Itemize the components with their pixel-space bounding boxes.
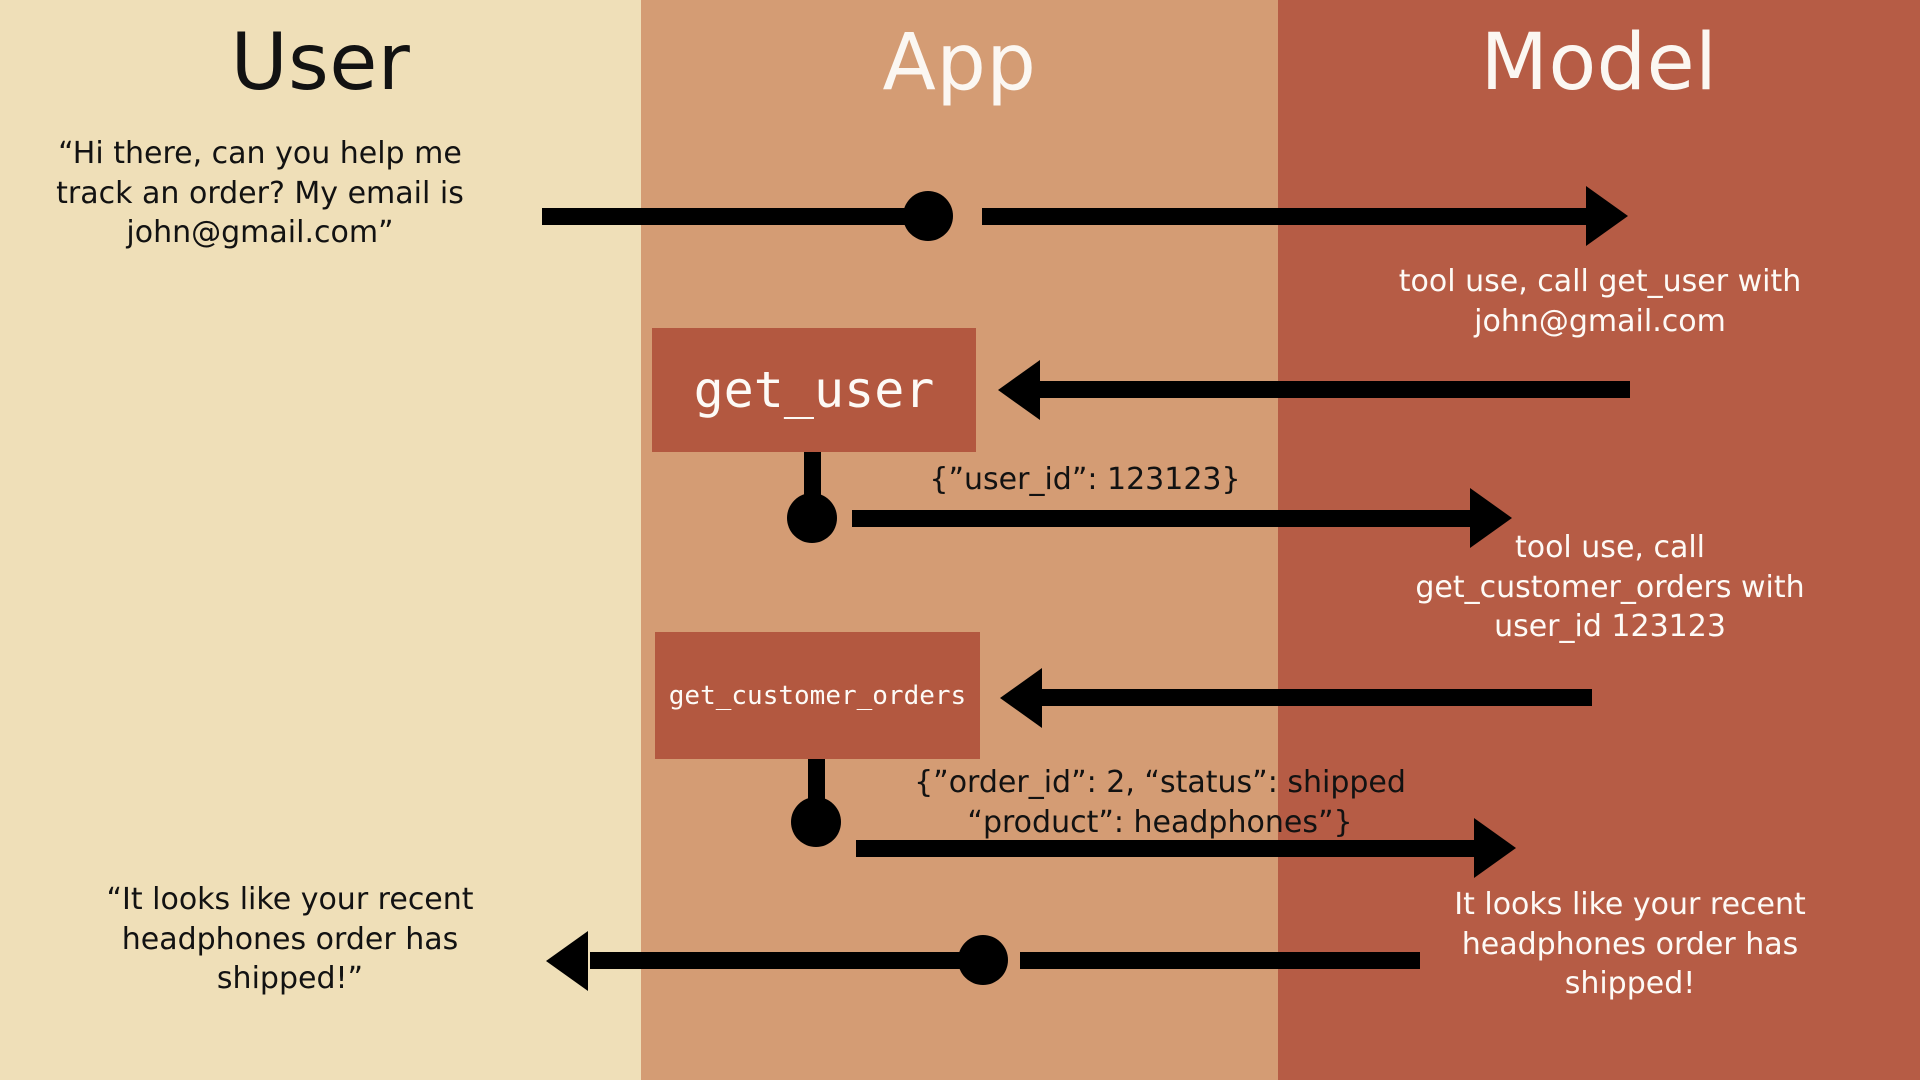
note-tool-result-order: {”order_id”: 2, “status”: shipped “produ… [914, 765, 1406, 840]
lane-app [641, 0, 1278, 1080]
wire-model-to-get-customer-orders [1042, 689, 1592, 706]
lane-title-user: User [230, 18, 411, 108]
arrowhead-left-to-get-user [998, 360, 1040, 420]
toolbox-get-customer-orders[interactable]: get_customer_orders [655, 632, 980, 759]
node-app-tool-result-2 [791, 797, 841, 847]
lane-user [0, 0, 641, 1080]
wire-app-to-user-final [590, 952, 970, 969]
note-tool-call-get-user: tool use, call get_user with john@gmail.… [1398, 264, 1802, 339]
toolbox-get-user-label: get_user [693, 361, 935, 419]
node-app-tool-result-1 [787, 493, 837, 543]
arrowhead-left-to-get-customer-orders [1000, 668, 1042, 728]
note-user-answer: “It looks like your recent headphones or… [106, 882, 474, 997]
toolbox-get-user[interactable]: get_user [652, 328, 976, 452]
note-model-answer: It looks like your recent headphones ord… [1454, 887, 1806, 1002]
note-user-request: “Hi there, can you help me track an orde… [56, 136, 464, 251]
wire-user-to-app [542, 208, 932, 225]
wire-app-to-model-3 [856, 840, 1476, 857]
node-app-request [903, 191, 953, 241]
wire-app-to-model [982, 208, 1588, 225]
note-tool-result-user-id: {”user_id”: 123123} [929, 462, 1241, 497]
arrowhead-right-to-model [1586, 186, 1628, 246]
arrowhead-right-to-model-2 [1470, 488, 1512, 548]
wire-app-to-model-2 [852, 510, 1472, 527]
lane-model [1278, 0, 1920, 1080]
wire-model-to-app-final [1020, 952, 1420, 969]
toolbox-get-customer-orders-label: get_customer_orders [668, 680, 967, 711]
lane-title-app: App [882, 18, 1037, 108]
arrowhead-left-to-user [546, 931, 588, 991]
wire-model-to-get-user [1040, 381, 1630, 398]
arrowhead-right-to-model-3 [1474, 818, 1516, 878]
note-tool-call-get-customer-orders: tool use, call get_customer_orders with … [1415, 530, 1805, 645]
lane-title-model: Model [1480, 18, 1718, 108]
